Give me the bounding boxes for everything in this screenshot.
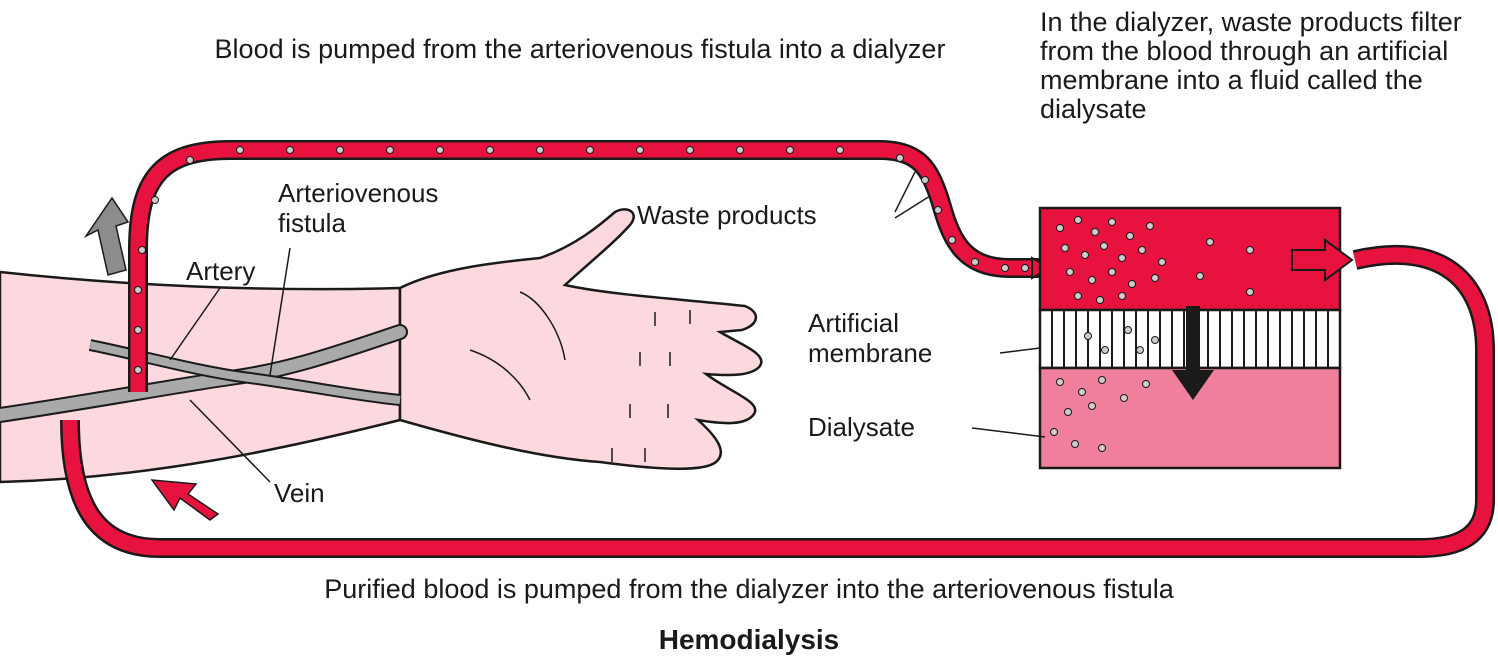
label-artery: Artery [186,256,255,286]
caption-right: In the dialyzer, waste products filter f… [1040,8,1490,124]
diagram-title: Hemodialysis [0,624,1498,656]
caption-top: Blood is pumped from the arteriovenous f… [160,34,1000,65]
label-artificial-membrane: Artificial membrane [808,308,988,368]
hand [400,209,761,468]
dialyzer [1040,208,1340,468]
label-arteriovenous-fistula: Arteriovenous fistula [278,178,438,238]
caption-bottom: Purified blood is pumped from the dialyz… [0,574,1498,605]
label-vein: Vein [274,478,325,508]
direction-arrow-return [152,480,218,520]
label-dialysate: Dialysate [808,412,915,442]
label-waste-products: Waste products [637,200,817,230]
direction-arrow-up [86,198,128,275]
